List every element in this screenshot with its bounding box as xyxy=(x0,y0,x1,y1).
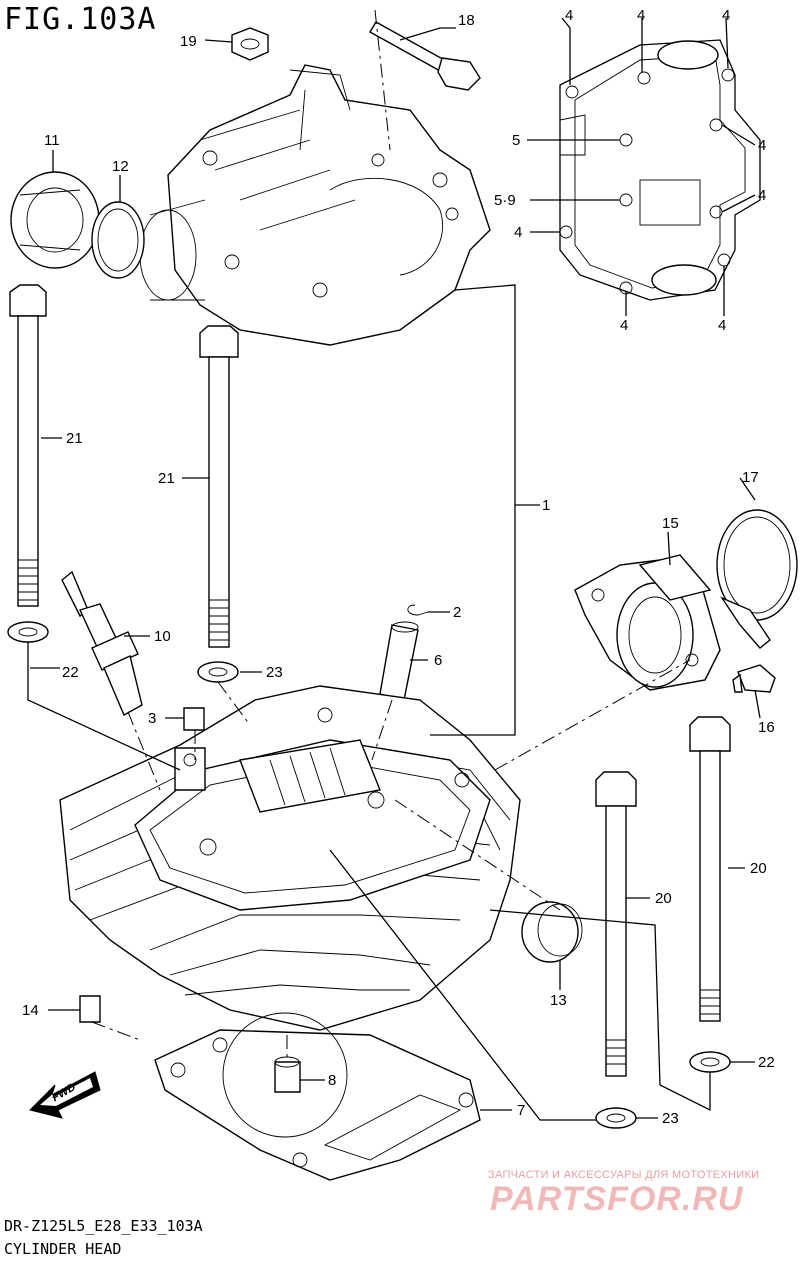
cylinder-gasket-7-drawing xyxy=(154,1012,481,1181)
callout-4-b: 4 xyxy=(637,7,645,24)
callout-15: 15 xyxy=(662,515,679,532)
dowel-pin-8-drawing xyxy=(274,1056,301,1093)
dowel-pin-14-drawing xyxy=(79,995,101,1023)
callout-11: 11 xyxy=(44,132,60,149)
washer-23-lower-drawing xyxy=(595,1107,637,1129)
cover-gasket-drawing xyxy=(559,39,761,301)
head-cover-drawing xyxy=(139,64,491,346)
cylinder-head-body-drawing xyxy=(59,685,521,1031)
washer-23-center-drawing xyxy=(197,661,239,683)
plug-13-drawing xyxy=(521,901,583,963)
callout-18: 18 xyxy=(458,12,475,29)
bolt-20-right-drawing xyxy=(689,716,731,1022)
spark-plug-drawing xyxy=(61,570,143,716)
clamp-17-drawing xyxy=(716,509,798,649)
callout-20-a: 20 xyxy=(750,860,767,877)
stud-bolt-21-center-drawing xyxy=(199,325,239,648)
callout-21-a: 21 xyxy=(66,430,83,447)
valve-guide-6-drawing xyxy=(379,621,419,701)
callout-19: 19 xyxy=(180,33,197,50)
watermark-tagline: ЗАПЧАСТИ И АКСЕССУАРЫ ДЛЯ МОТОТЕХНИКИ xyxy=(488,1169,760,1181)
intake-pipe-15-drawing xyxy=(574,554,721,691)
callout-4-c: 4 xyxy=(722,7,730,24)
callout-3: 3 xyxy=(148,710,156,727)
callout-6: 6 xyxy=(434,652,442,669)
dowel-pin-3-drawing xyxy=(183,707,205,731)
washer-22-right-drawing xyxy=(689,1051,731,1073)
model-code: DR-Z125L5_E28_E33_103A xyxy=(4,1217,203,1235)
flange-nut-drawing xyxy=(231,27,269,61)
fwd-arrow-icon xyxy=(29,1071,101,1119)
screw-16-drawing xyxy=(732,664,776,693)
callout-20-b: 20 xyxy=(655,890,672,907)
callout-16: 16 xyxy=(758,719,775,736)
callout-4-h: 4 xyxy=(718,317,726,334)
callout-22-b: 22 xyxy=(758,1054,775,1071)
callout-23-a: 23 xyxy=(266,664,283,681)
callout-4-g: 4 xyxy=(620,317,628,334)
callout-10: 10 xyxy=(154,628,171,645)
callout-13: 13 xyxy=(550,992,567,1009)
cap-11-drawing xyxy=(10,171,100,269)
callout-4-f: 4 xyxy=(758,187,766,204)
bolt-18-drawing xyxy=(369,21,481,91)
washer-22-left-drawing xyxy=(7,621,49,643)
callout-21-b: 21 xyxy=(158,470,175,487)
figure-name: CYLINDER HEAD xyxy=(4,1240,122,1258)
callout-5-9: 5·9 xyxy=(494,192,516,209)
bolt-20-center-drawing xyxy=(595,771,637,1077)
o-ring-12-drawing xyxy=(91,201,145,279)
figure-title: FIG.103A xyxy=(4,2,157,37)
callout-1: 1 xyxy=(542,497,550,514)
callout-labels: 19 18 11 12 4 4 4 5 5·9 4 4 4 4 4 1 21 2… xyxy=(22,7,775,1127)
leader-lines xyxy=(27,17,761,1121)
callout-4-a: 4 xyxy=(565,7,573,24)
clip-2-drawing xyxy=(407,604,429,616)
watermark-brand: PARTSFOR.RU xyxy=(490,1180,744,1218)
callout-7: 7 xyxy=(517,1102,525,1119)
callout-14: 14 xyxy=(22,1002,39,1019)
callout-22-a: 22 xyxy=(62,664,79,681)
stud-bolt-21-left-drawing xyxy=(9,284,47,607)
callout-4-e: 4 xyxy=(758,137,766,154)
callout-23-b: 23 xyxy=(662,1110,679,1127)
centerlines xyxy=(91,9,691,1062)
callout-4-d: 4 xyxy=(514,224,522,241)
callout-17: 17 xyxy=(742,469,759,486)
callout-2: 2 xyxy=(453,604,461,621)
callout-8: 8 xyxy=(328,1072,336,1089)
callout-5: 5 xyxy=(512,132,520,149)
callout-12: 12 xyxy=(112,158,129,175)
